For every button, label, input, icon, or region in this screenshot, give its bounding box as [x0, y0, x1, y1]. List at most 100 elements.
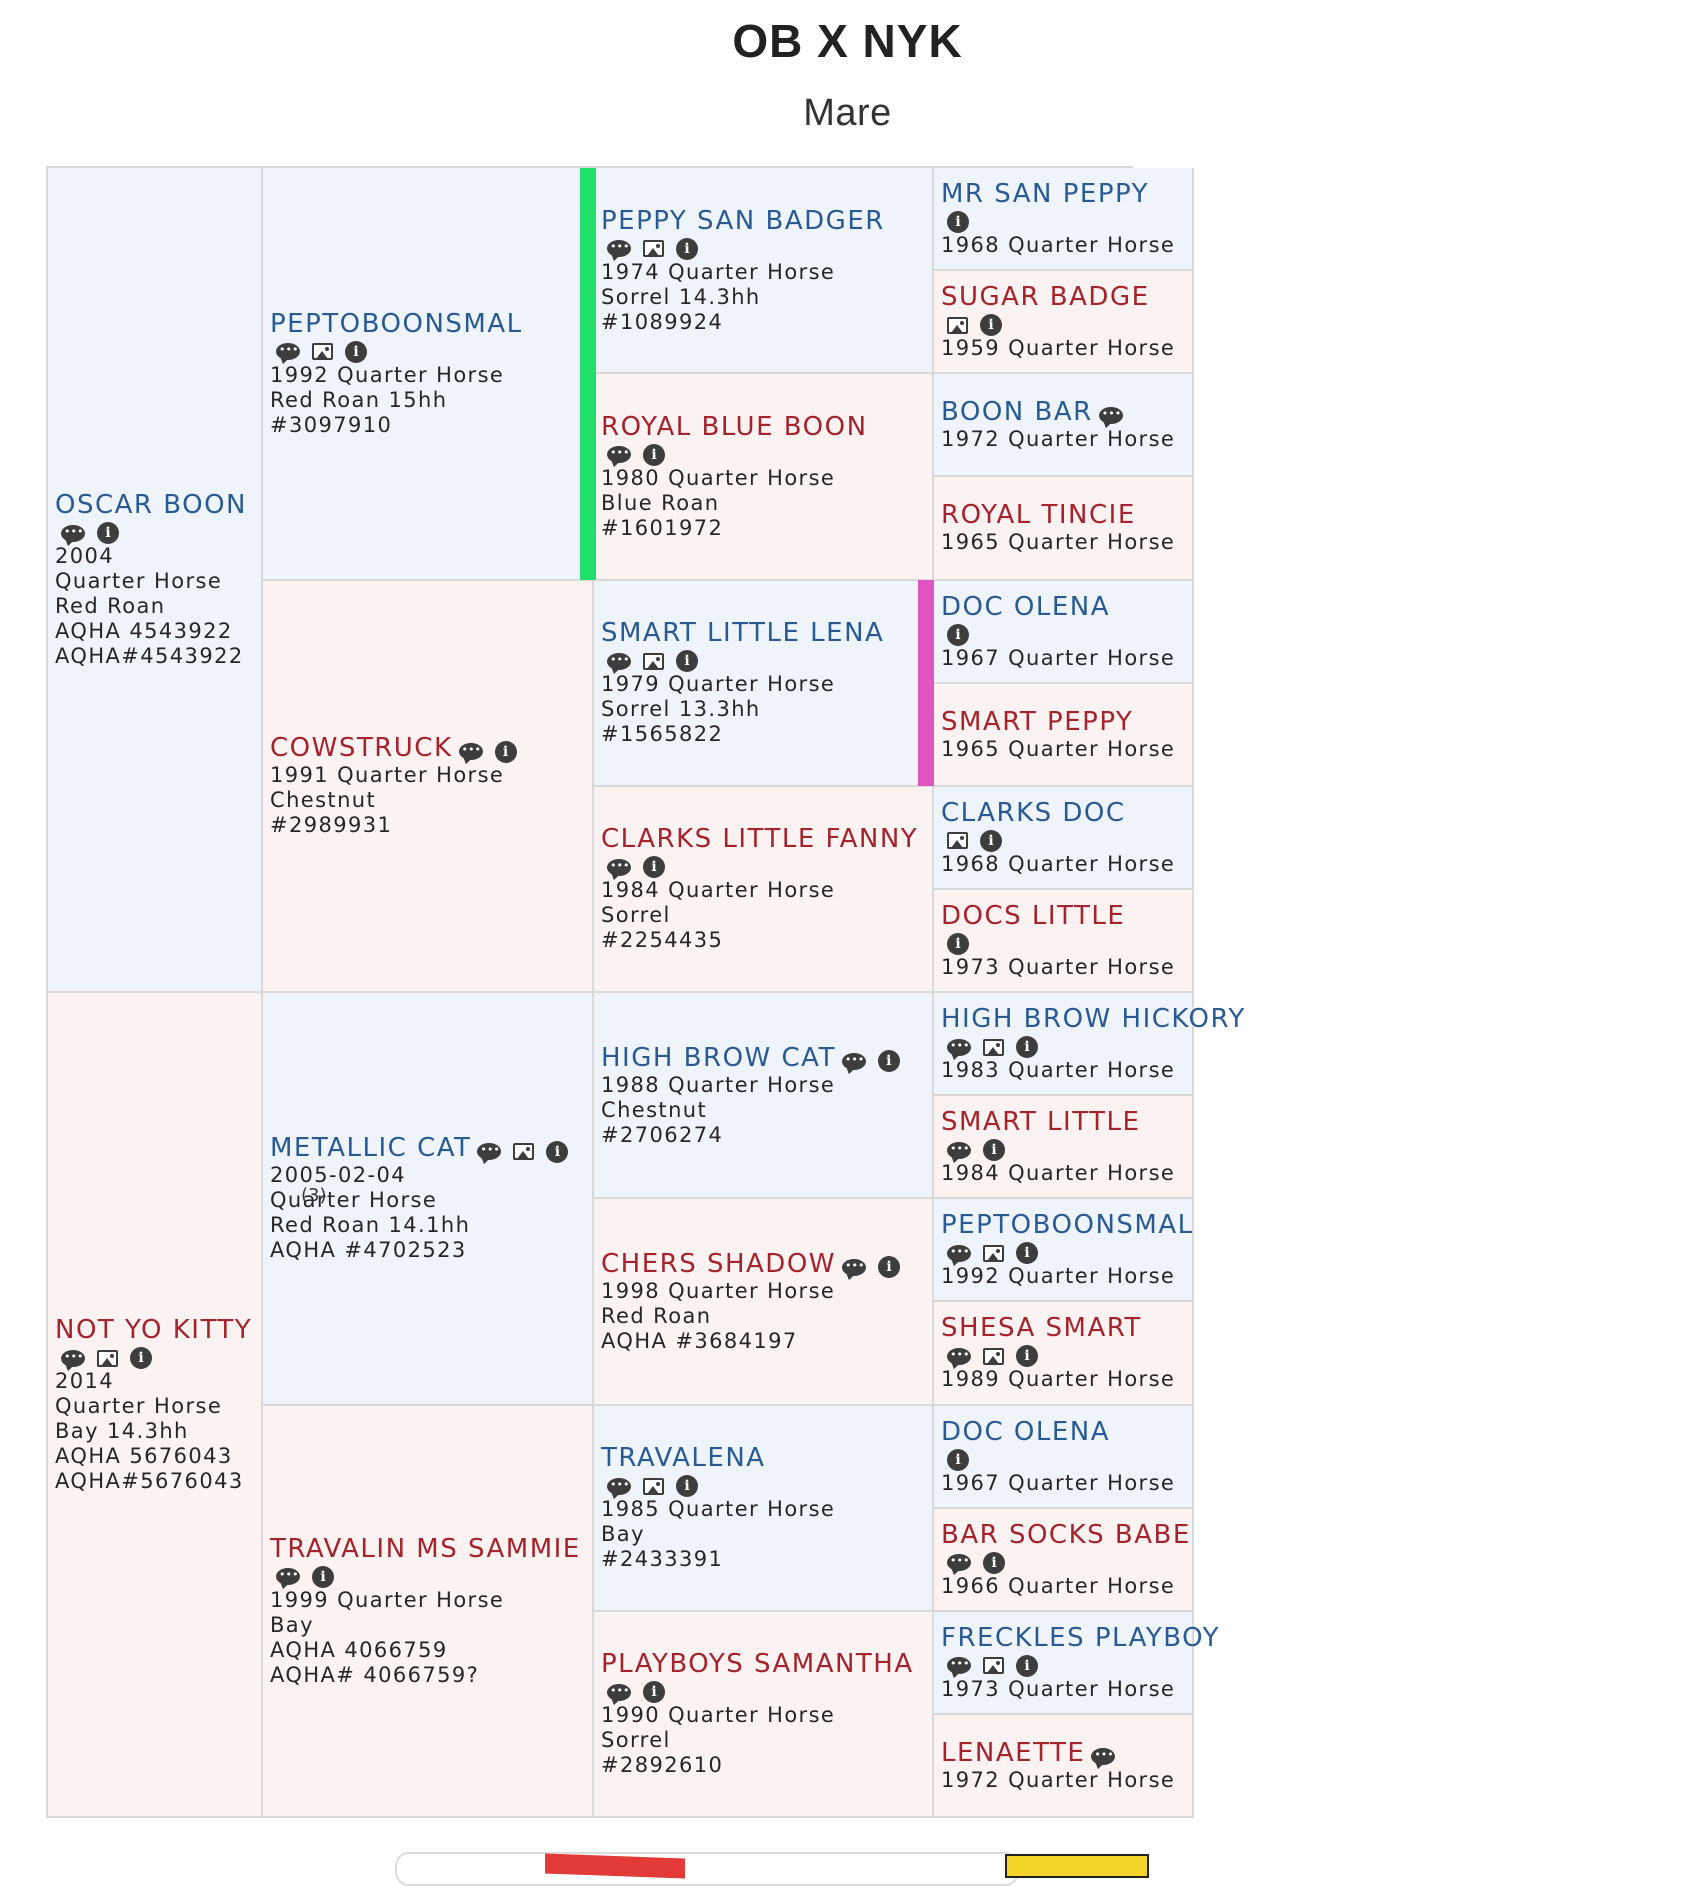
info-icon[interactable]: [947, 211, 969, 234]
info-icon[interactable]: [546, 1140, 569, 1163]
horse-name-link[interactable]: ROYAL TINCIE: [941, 500, 1136, 531]
comment-icon[interactable]: [947, 1139, 971, 1159]
horse-name-link[interactable]: OSCAR BOON: [55, 490, 247, 520]
horse-card-sugar-badge[interactable]: SUGAR BADGE1959 Quarter Horse: [934, 271, 1194, 375]
horse-name-link[interactable]: TRAVALENA: [601, 1443, 766, 1474]
horse-card-doc-olena[interactable]: DOC OLENA1967 Quarter Horse: [934, 580, 1194, 684]
comment-icon[interactable]: [477, 1140, 502, 1161]
info-icon[interactable]: [643, 1681, 665, 1704]
image-icon[interactable]: [312, 343, 333, 361]
comment-icon[interactable]: [947, 1036, 971, 1056]
info-icon[interactable]: [345, 340, 367, 363]
info-icon[interactable]: [947, 1448, 969, 1471]
comment-icon[interactable]: [607, 1681, 631, 1701]
comment-icon[interactable]: [841, 1050, 866, 1070]
info-icon[interactable]: [947, 932, 969, 955]
comment-icon[interactable]: [607, 443, 631, 464]
horse-name-link[interactable]: BAR SOCKS BABE: [941, 1519, 1191, 1550]
horse-name-link[interactable]: PLAYBOYS SAMANTHA: [601, 1649, 914, 1680]
info-icon[interactable]: [983, 1139, 1005, 1162]
horse-name-link[interactable]: SHESA SMART: [941, 1313, 1142, 1344]
horse-name-link[interactable]: BOON BAR: [941, 397, 1093, 428]
comment-icon[interactable]: [947, 1654, 971, 1675]
comment-icon[interactable]: [607, 856, 631, 876]
horse-card-peptoboonsmal[interactable]: PEPTOBOONSMAL1992 Quarter Horse: [934, 1199, 1194, 1303]
horse-name-link[interactable]: DOC OLENA: [941, 591, 1111, 622]
horse-name-link[interactable]: CLARKS DOC: [941, 797, 1126, 828]
comment-icon[interactable]: [947, 1345, 971, 1365]
comment-icon[interactable]: [607, 650, 631, 670]
horse-card-docs-little[interactable]: DOCS LITTLE1973 Quarter Horse: [934, 889, 1194, 993]
horse-card-cowstruck[interactable]: COWSTRUCK1991 Quarter HorseChestnut#2989…: [263, 580, 594, 993]
comment-icon[interactable]: [947, 1551, 971, 1572]
horse-name-link[interactable]: METALLIC CAT: [270, 1133, 472, 1164]
comment-icon[interactable]: [276, 340, 300, 361]
horse-name-link[interactable]: ROYAL BLUE BOON: [601, 411, 868, 442]
comment-icon[interactable]: [1091, 1745, 1116, 1765]
horse-name-link[interactable]: CLARKS LITTLE FANNY: [601, 824, 919, 855]
info-icon[interactable]: [97, 522, 119, 544]
horse-card-high-brow-hickory[interactable]: HIGH BROW HICKORY1983 Quarter Horse: [934, 993, 1244, 1097]
comment-icon[interactable]: [61, 522, 85, 542]
image-icon[interactable]: [947, 316, 968, 334]
horse-card-clarks-doc[interactable]: CLARKS DOC1968 Quarter Horse: [934, 786, 1194, 890]
image-icon[interactable]: [513, 1143, 535, 1161]
info-icon[interactable]: [494, 740, 517, 763]
horse-name-link[interactable]: SMART PEPPY: [941, 706, 1134, 737]
horse-card-boon-bar[interactable]: BOON BAR1972 Quarter Horse: [934, 374, 1194, 478]
comment-icon[interactable]: [458, 740, 483, 761]
info-icon[interactable]: [1016, 1242, 1038, 1265]
info-icon[interactable]: [643, 443, 665, 466]
info-icon[interactable]: [676, 650, 698, 673]
horse-card-bar-socks-babe[interactable]: BAR SOCKS BABE1966 Quarter Horse: [934, 1508, 1194, 1612]
horse-card-shesa-smart[interactable]: SHESA SMART1989 Quarter Horse: [934, 1302, 1194, 1406]
horse-card-freckles-playboy[interactable]: FRECKLES PLAYBOY1973 Quarter Horse: [934, 1611, 1219, 1715]
info-icon[interactable]: [312, 1565, 334, 1588]
info-icon[interactable]: [1016, 1345, 1038, 1368]
image-icon[interactable]: [983, 1657, 1004, 1675]
horse-name-link[interactable]: PEPTOBOONSMAL: [941, 1210, 1194, 1241]
horse-name-link[interactable]: HIGH BROW CAT: [601, 1042, 836, 1073]
info-icon[interactable]: [980, 829, 1002, 852]
horse-card-travalin-ms-sammie[interactable]: TRAVALIN MS SAMMIE1999 Quarter HorseBayA…: [263, 1405, 594, 1818]
info-icon[interactable]: [130, 1347, 152, 1369]
horse-name-link[interactable]: SMART LITTLE LENA: [601, 618, 885, 649]
horse-name-link[interactable]: PEPPY SAN BADGER: [601, 205, 885, 236]
info-icon[interactable]: [643, 856, 665, 879]
info-icon[interactable]: [877, 1050, 900, 1073]
horse-name-link[interactable]: LENAETTE: [941, 1737, 1086, 1768]
info-icon[interactable]: [983, 1551, 1005, 1574]
horse-card-doc-olena[interactable]: DOC OLENA1967 Quarter Horse: [934, 1405, 1194, 1509]
info-icon[interactable]: [1016, 1654, 1038, 1677]
info-icon[interactable]: [676, 237, 698, 260]
horse-name-link[interactable]: NOT YO KITTY: [55, 1315, 253, 1345]
comment-icon[interactable]: [607, 1475, 631, 1495]
info-icon[interactable]: [947, 623, 969, 646]
image-icon[interactable]: [947, 832, 968, 850]
horse-name-link[interactable]: HIGH BROW HICKORY: [941, 1004, 1246, 1035]
comment-icon[interactable]: [947, 1242, 971, 1262]
horse-card-lenaette[interactable]: LENAETTE1972 Quarter Horse: [934, 1714, 1194, 1818]
image-icon[interactable]: [643, 240, 664, 258]
comment-icon[interactable]: [842, 1256, 867, 1276]
horse-card-mr-san-peppy[interactable]: MR SAN PEPPY1968 Quarter Horse: [934, 168, 1194, 272]
horse-card-playboys-samantha[interactable]: PLAYBOYS SAMANTHA1990 Quarter HorseSorre…: [594, 1611, 934, 1818]
comment-icon[interactable]: [1098, 404, 1123, 425]
horse-card-smart-little-lena[interactable]: SMART LITTLE LENA1979 Quarter HorseSorre…: [594, 580, 934, 787]
comment-icon[interactable]: [607, 237, 631, 258]
image-icon[interactable]: [983, 1244, 1004, 1262]
image-icon[interactable]: [97, 1349, 118, 1367]
horse-name-link[interactable]: DOC OLENA: [941, 1416, 1111, 1447]
image-icon[interactable]: [983, 1347, 1004, 1365]
horse-name-link[interactable]: TRAVALIN MS SAMMIE: [270, 1533, 581, 1564]
horse-name-link[interactable]: CHERS SHADOW: [601, 1248, 837, 1279]
comment-icon[interactable]: [276, 1565, 300, 1586]
info-icon[interactable]: [878, 1256, 901, 1279]
info-icon[interactable]: [980, 314, 1002, 337]
horse-card-smart-little[interactable]: SMART LITTLE1984 Quarter Horse: [934, 1096, 1194, 1200]
